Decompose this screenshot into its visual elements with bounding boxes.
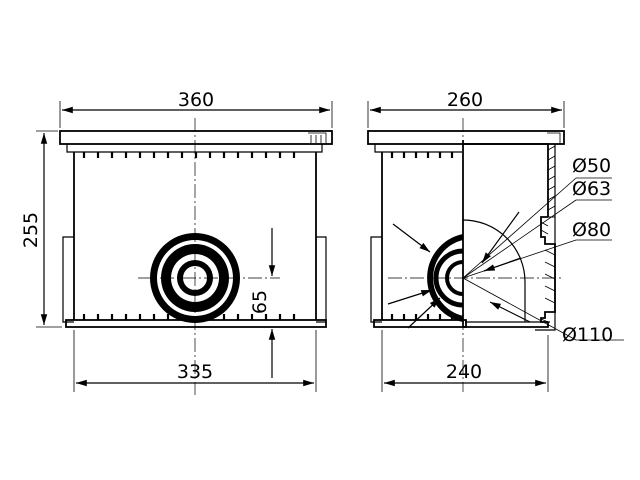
label-d63: Ø63 — [572, 178, 611, 200]
front-body — [73, 152, 317, 320]
dim-side-top-label: 260 — [447, 89, 483, 111]
dim-front-height: 255 — [20, 130, 62, 328]
label-d110: Ø110 — [562, 324, 613, 346]
label-d50: Ø50 — [572, 155, 611, 177]
front-view — [59, 118, 333, 395]
side-top-ribs — [390, 152, 454, 158]
side-outlet-socket — [540, 216, 556, 323]
dim-front-bottom-label: 335 — [177, 361, 213, 383]
front-lid — [59, 130, 333, 145]
front-top-ribs — [82, 152, 296, 158]
diameter-leaders — [387, 177, 577, 341]
front-left-ear — [62, 236, 74, 323]
dim-front-top-label: 360 — [178, 89, 214, 111]
side-lid — [367, 130, 565, 145]
side-pipe-bend — [462, 219, 526, 322]
label-d80: Ø80 — [572, 219, 611, 241]
dim-side-bottom: 240 — [381, 330, 549, 392]
dim-front-bottom: 335 — [73, 330, 317, 392]
dim-front-top: 360 — [59, 89, 333, 128]
side-base — [373, 319, 467, 328]
side-view — [367, 118, 577, 392]
dim-front-height-label: 255 — [20, 212, 42, 248]
dim-outlet-height: 65 — [249, 228, 276, 378]
side-left-ear — [370, 236, 382, 323]
front-right-ear — [316, 236, 327, 323]
dim-side-bottom-label: 240 — [446, 361, 482, 383]
dim-outlet-height-label: 65 — [249, 290, 271, 314]
dim-side-top: 260 — [367, 89, 565, 128]
diameter-labels: Ø50 Ø63 Ø80 Ø110 — [562, 155, 624, 346]
